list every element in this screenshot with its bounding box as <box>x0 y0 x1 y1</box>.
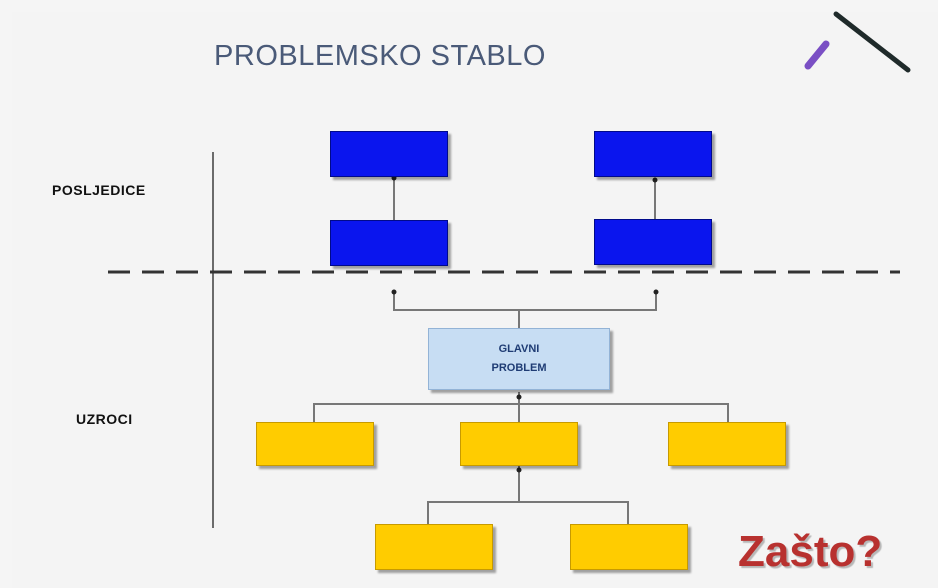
slide-background <box>12 12 938 588</box>
label-consequences: POSLJEDICE <box>52 182 146 198</box>
subcause-box <box>375 524 493 570</box>
question-text: Zašto? <box>738 527 883 576</box>
cause-box <box>256 422 374 466</box>
connector-dot <box>516 467 522 473</box>
connector-dot <box>516 394 522 400</box>
effect-box <box>594 131 712 177</box>
connector-subcauses <box>427 501 629 524</box>
connector-dot <box>652 177 658 183</box>
connector-dot <box>391 289 397 295</box>
effect-box <box>594 219 712 265</box>
cause-box <box>460 422 578 466</box>
connector-dot <box>653 289 659 295</box>
pen-icon <box>804 11 911 73</box>
subcause-box <box>570 524 688 570</box>
cause-box <box>668 422 786 466</box>
effect-box <box>330 131 448 177</box>
main-problem-line2: PROBLEM <box>491 362 547 374</box>
main-problem-line1: GLAVNI <box>498 343 540 355</box>
main-problem-box: GLAVNI PROBLEM <box>428 328 610 390</box>
connector-causes <box>313 403 729 422</box>
effect-box <box>330 220 448 266</box>
connector-main-to-effects <box>393 292 657 311</box>
label-causes: UZROCI <box>76 411 133 427</box>
diagram-title: PROBLEMSKO STABLO <box>214 40 546 72</box>
